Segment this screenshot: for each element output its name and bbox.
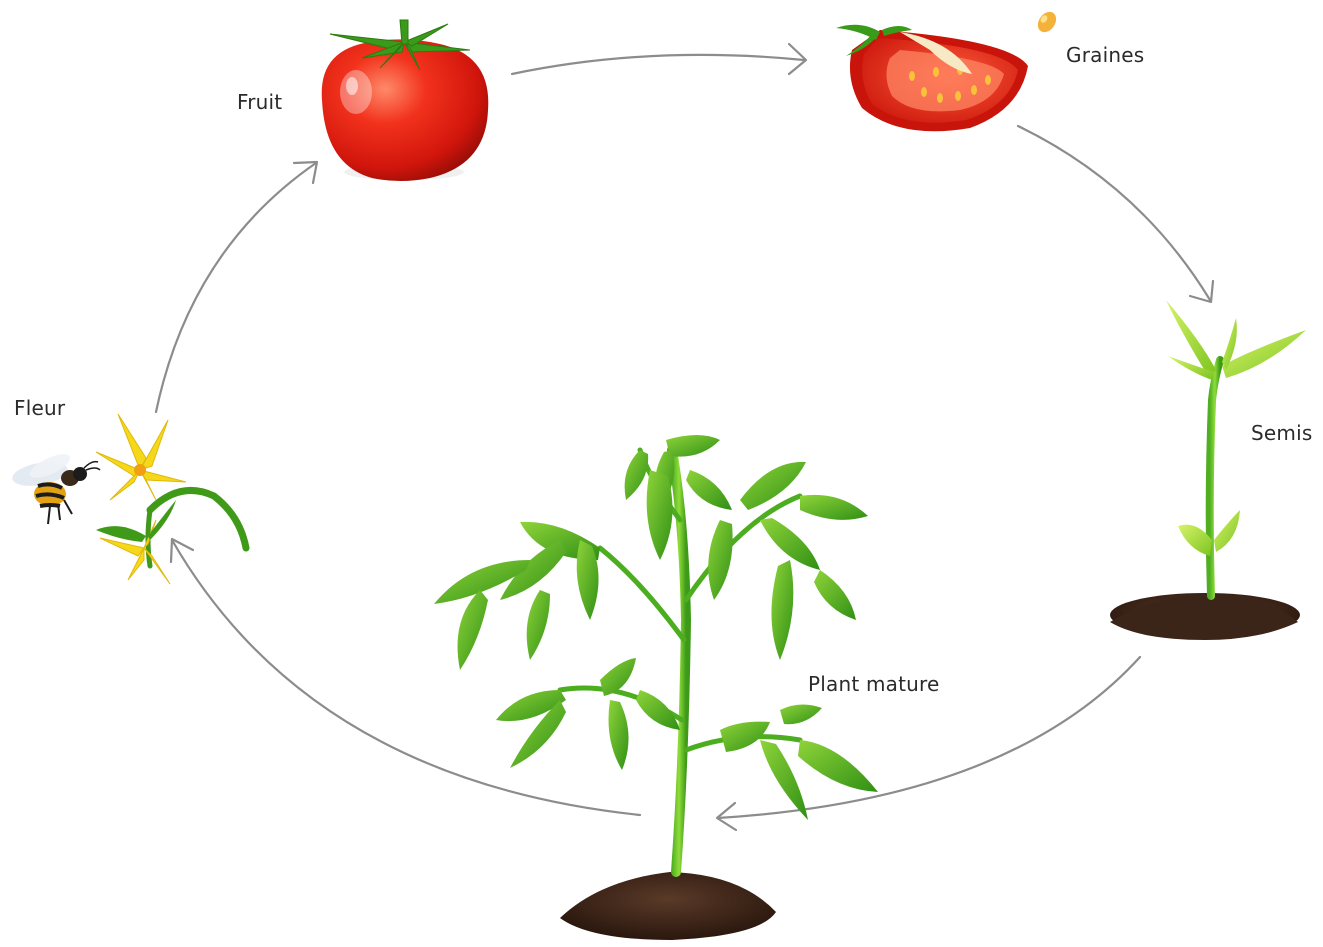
- arrow-fleur-to-fruit: [156, 163, 316, 412]
- bee-icon: [11, 449, 100, 524]
- tomato-slice-icon: [836, 25, 1028, 131]
- stage-label-plant-mature: Plant mature: [808, 672, 940, 696]
- stage-label-semis: Semis: [1251, 421, 1312, 445]
- seed-icon: [1034, 8, 1060, 35]
- tomato-icon: [322, 20, 489, 181]
- stage-label-fleur: Fleur: [14, 396, 65, 420]
- seedling-icon: [1110, 300, 1306, 640]
- arrow-plant-to-fleur: [172, 540, 640, 815]
- arrow-fruit-to-graines: [512, 55, 804, 74]
- arrow-graines-to-semis: [1018, 126, 1210, 300]
- stage-label-fruit: Fruit: [237, 90, 282, 114]
- stage-label-graines: Graines: [1066, 43, 1144, 67]
